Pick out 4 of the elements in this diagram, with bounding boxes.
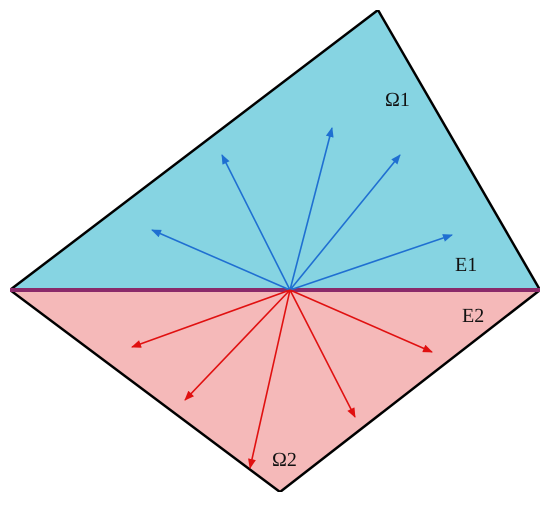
- region-label: Ω1: [385, 90, 410, 110]
- region-label: Ω2: [272, 450, 297, 470]
- region-label: E2: [462, 306, 484, 326]
- region-label: E1: [455, 255, 478, 275]
